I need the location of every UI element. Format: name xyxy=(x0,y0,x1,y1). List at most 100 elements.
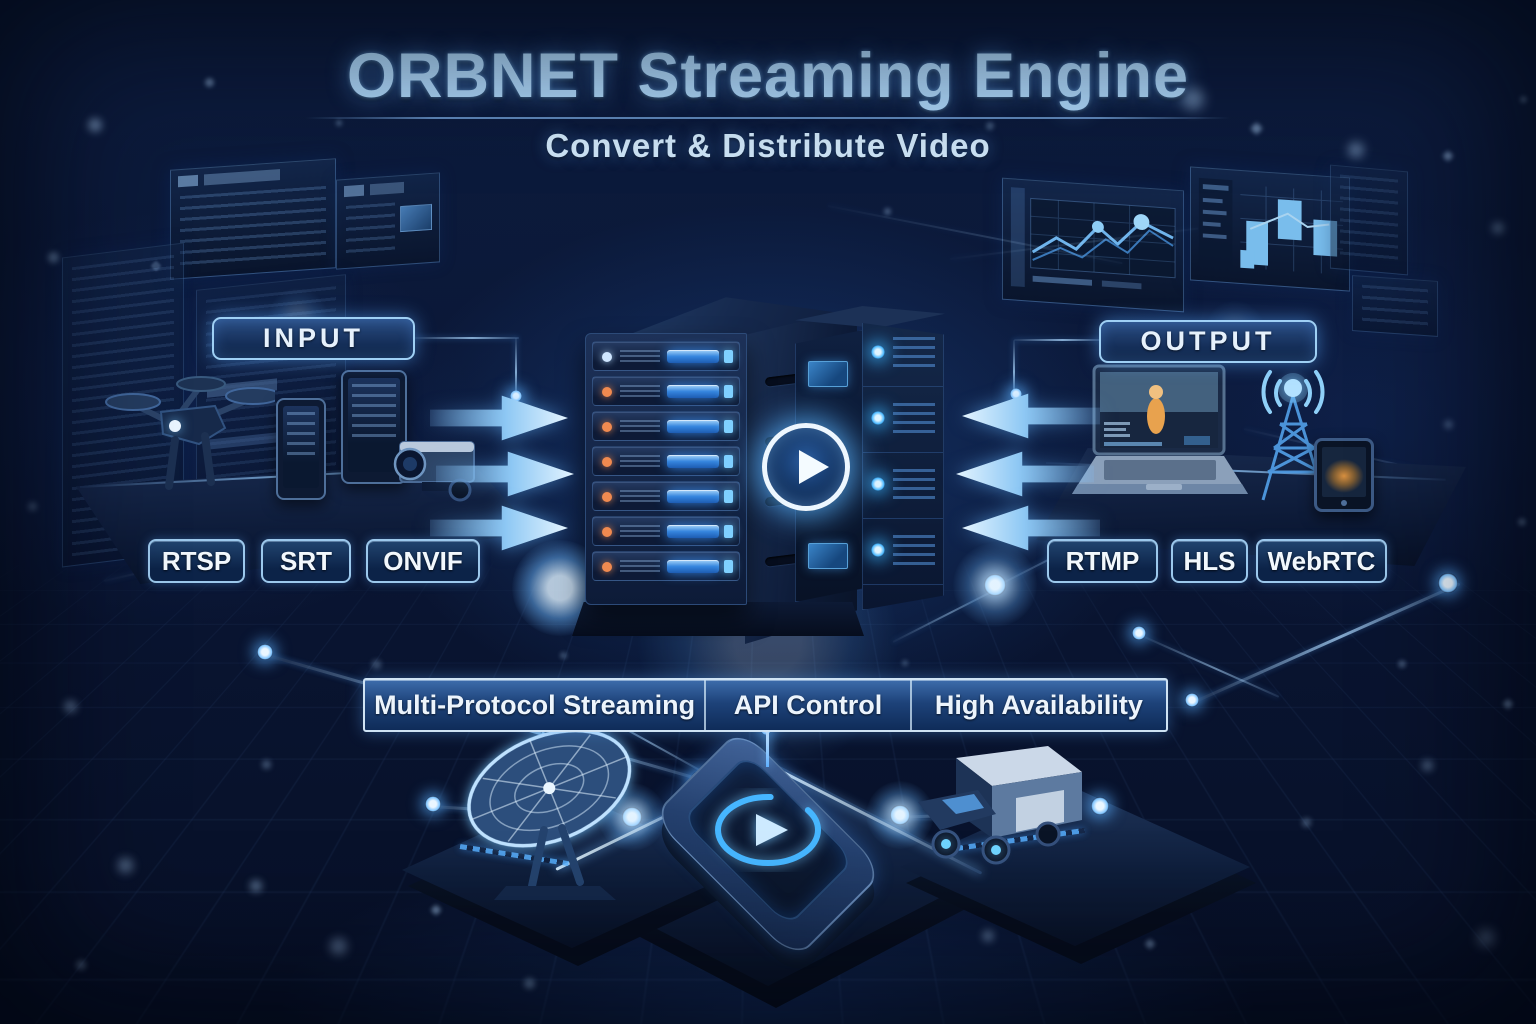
mini-server-screen xyxy=(808,361,848,387)
smartphone-icon xyxy=(276,398,326,500)
bokeh-dot xyxy=(1302,818,1311,827)
connector-beam xyxy=(766,731,769,767)
bokeh-dot xyxy=(330,938,347,955)
decor-panel-header xyxy=(178,165,328,188)
server-vent-lines xyxy=(893,337,935,373)
rack-activity-bar xyxy=(667,455,719,468)
circuit-node xyxy=(984,574,1006,596)
server-glow-led xyxy=(871,477,885,491)
circuit-node xyxy=(1132,626,1146,640)
title-divider xyxy=(305,117,1230,119)
rack-unit xyxy=(592,411,740,441)
bokeh-dot xyxy=(372,660,381,669)
circuit-node xyxy=(1438,573,1458,593)
rack-activity-bar xyxy=(667,420,719,433)
bokeh-dot xyxy=(76,960,86,970)
rack-led xyxy=(602,562,612,572)
mini-server-section xyxy=(863,519,943,585)
poster-subtitle: Convert & Distribute Video xyxy=(545,127,991,164)
rack-label-lines xyxy=(620,350,660,364)
rack-unit xyxy=(592,446,740,476)
circuit-node xyxy=(425,796,441,812)
feature-high-availability: High Availability xyxy=(909,680,1166,730)
bokeh-dot xyxy=(982,930,994,942)
decor-video-panel xyxy=(336,172,440,270)
rack-activity-bar xyxy=(667,350,719,363)
server-vent-lines xyxy=(893,535,935,571)
circuit-line xyxy=(1014,339,1102,341)
protocol-badge-rtsp: RTSP xyxy=(148,539,245,583)
bokeh-dot xyxy=(1422,760,1433,771)
pedestal-play-icon xyxy=(715,794,821,866)
circuit-node xyxy=(1091,797,1109,815)
rack-label-lines xyxy=(620,490,660,504)
decor-log-panel xyxy=(170,158,336,280)
decor-mini-panel xyxy=(1352,274,1438,338)
bokeh-dot xyxy=(524,978,535,989)
bokeh-dot xyxy=(250,880,262,892)
bokeh-dot xyxy=(560,652,567,659)
mini-server-screen xyxy=(808,543,848,569)
mini-server-front-face xyxy=(862,322,944,610)
bokeh-dot xyxy=(1478,930,1494,946)
decor-barchart-panel xyxy=(1190,166,1350,292)
rack-label-lines xyxy=(620,385,660,399)
protocol-badge-rtmp: RTMP xyxy=(1047,539,1158,583)
rack-led xyxy=(602,527,612,537)
rack-led xyxy=(602,492,612,502)
protocol-badge-hls: HLS xyxy=(1171,539,1248,583)
flow-arrow-right-icon xyxy=(436,446,574,502)
server-vent-lines xyxy=(893,403,935,439)
decor-panel-header xyxy=(344,179,432,198)
circuit-node xyxy=(1185,693,1199,707)
flow-arrow-left-icon xyxy=(962,388,1100,444)
circuit-node xyxy=(257,644,273,660)
decor-video-thumbnail xyxy=(400,203,432,233)
rack-label-lines xyxy=(620,560,660,574)
decor-panel-rows xyxy=(180,185,326,270)
mini-server-section xyxy=(863,387,943,453)
tablet-screen xyxy=(1322,447,1366,497)
rack-status-led xyxy=(724,385,733,398)
play-button-icon xyxy=(762,423,850,511)
poster-title: ORBNET Streaming Engine xyxy=(346,41,1190,111)
rack-led xyxy=(602,352,612,362)
bokeh-dot xyxy=(48,252,59,263)
rack-label-lines xyxy=(620,455,660,469)
rack-label-lines xyxy=(620,525,660,539)
rack-status-led xyxy=(724,420,733,433)
server-base xyxy=(572,602,864,636)
play-triangle xyxy=(799,450,829,484)
mini-server-section xyxy=(863,453,943,519)
decor-bar-chart xyxy=(1198,177,1344,274)
mini-server-section xyxy=(863,323,943,387)
bokeh-dot xyxy=(1444,420,1453,429)
rack-status-led xyxy=(724,350,733,363)
rack-activity-bar xyxy=(667,385,719,398)
bokeh-dot xyxy=(1492,222,1504,234)
bokeh-dot xyxy=(884,208,891,215)
rack-unit xyxy=(592,551,740,581)
bokeh-dot xyxy=(118,858,133,873)
bokeh-dot xyxy=(64,700,77,713)
rack-status-led xyxy=(724,560,733,573)
bokeh-dot xyxy=(1518,518,1526,526)
circuit-line xyxy=(415,337,519,339)
rack-status-led xyxy=(724,490,733,503)
rack-label-lines xyxy=(620,420,660,434)
rack-led xyxy=(602,387,612,397)
feature-bar: Multi-Protocol Streaming API Control Hig… xyxy=(363,678,1168,732)
output-label-box: OUTPUT xyxy=(1099,320,1317,363)
rack-unit xyxy=(592,341,740,371)
decor-panel-rows xyxy=(1340,174,1398,265)
rack-activity-bar xyxy=(667,490,719,503)
bokeh-dot xyxy=(336,120,342,126)
rack-unit xyxy=(592,481,740,511)
server-rack-front xyxy=(585,333,747,605)
rack-led xyxy=(602,457,612,467)
rack-led xyxy=(602,422,612,432)
bokeh-dot xyxy=(902,660,908,666)
server-glow-led xyxy=(871,345,885,359)
tablet-icon xyxy=(1314,438,1374,512)
decor-mini-panel xyxy=(1330,164,1408,276)
